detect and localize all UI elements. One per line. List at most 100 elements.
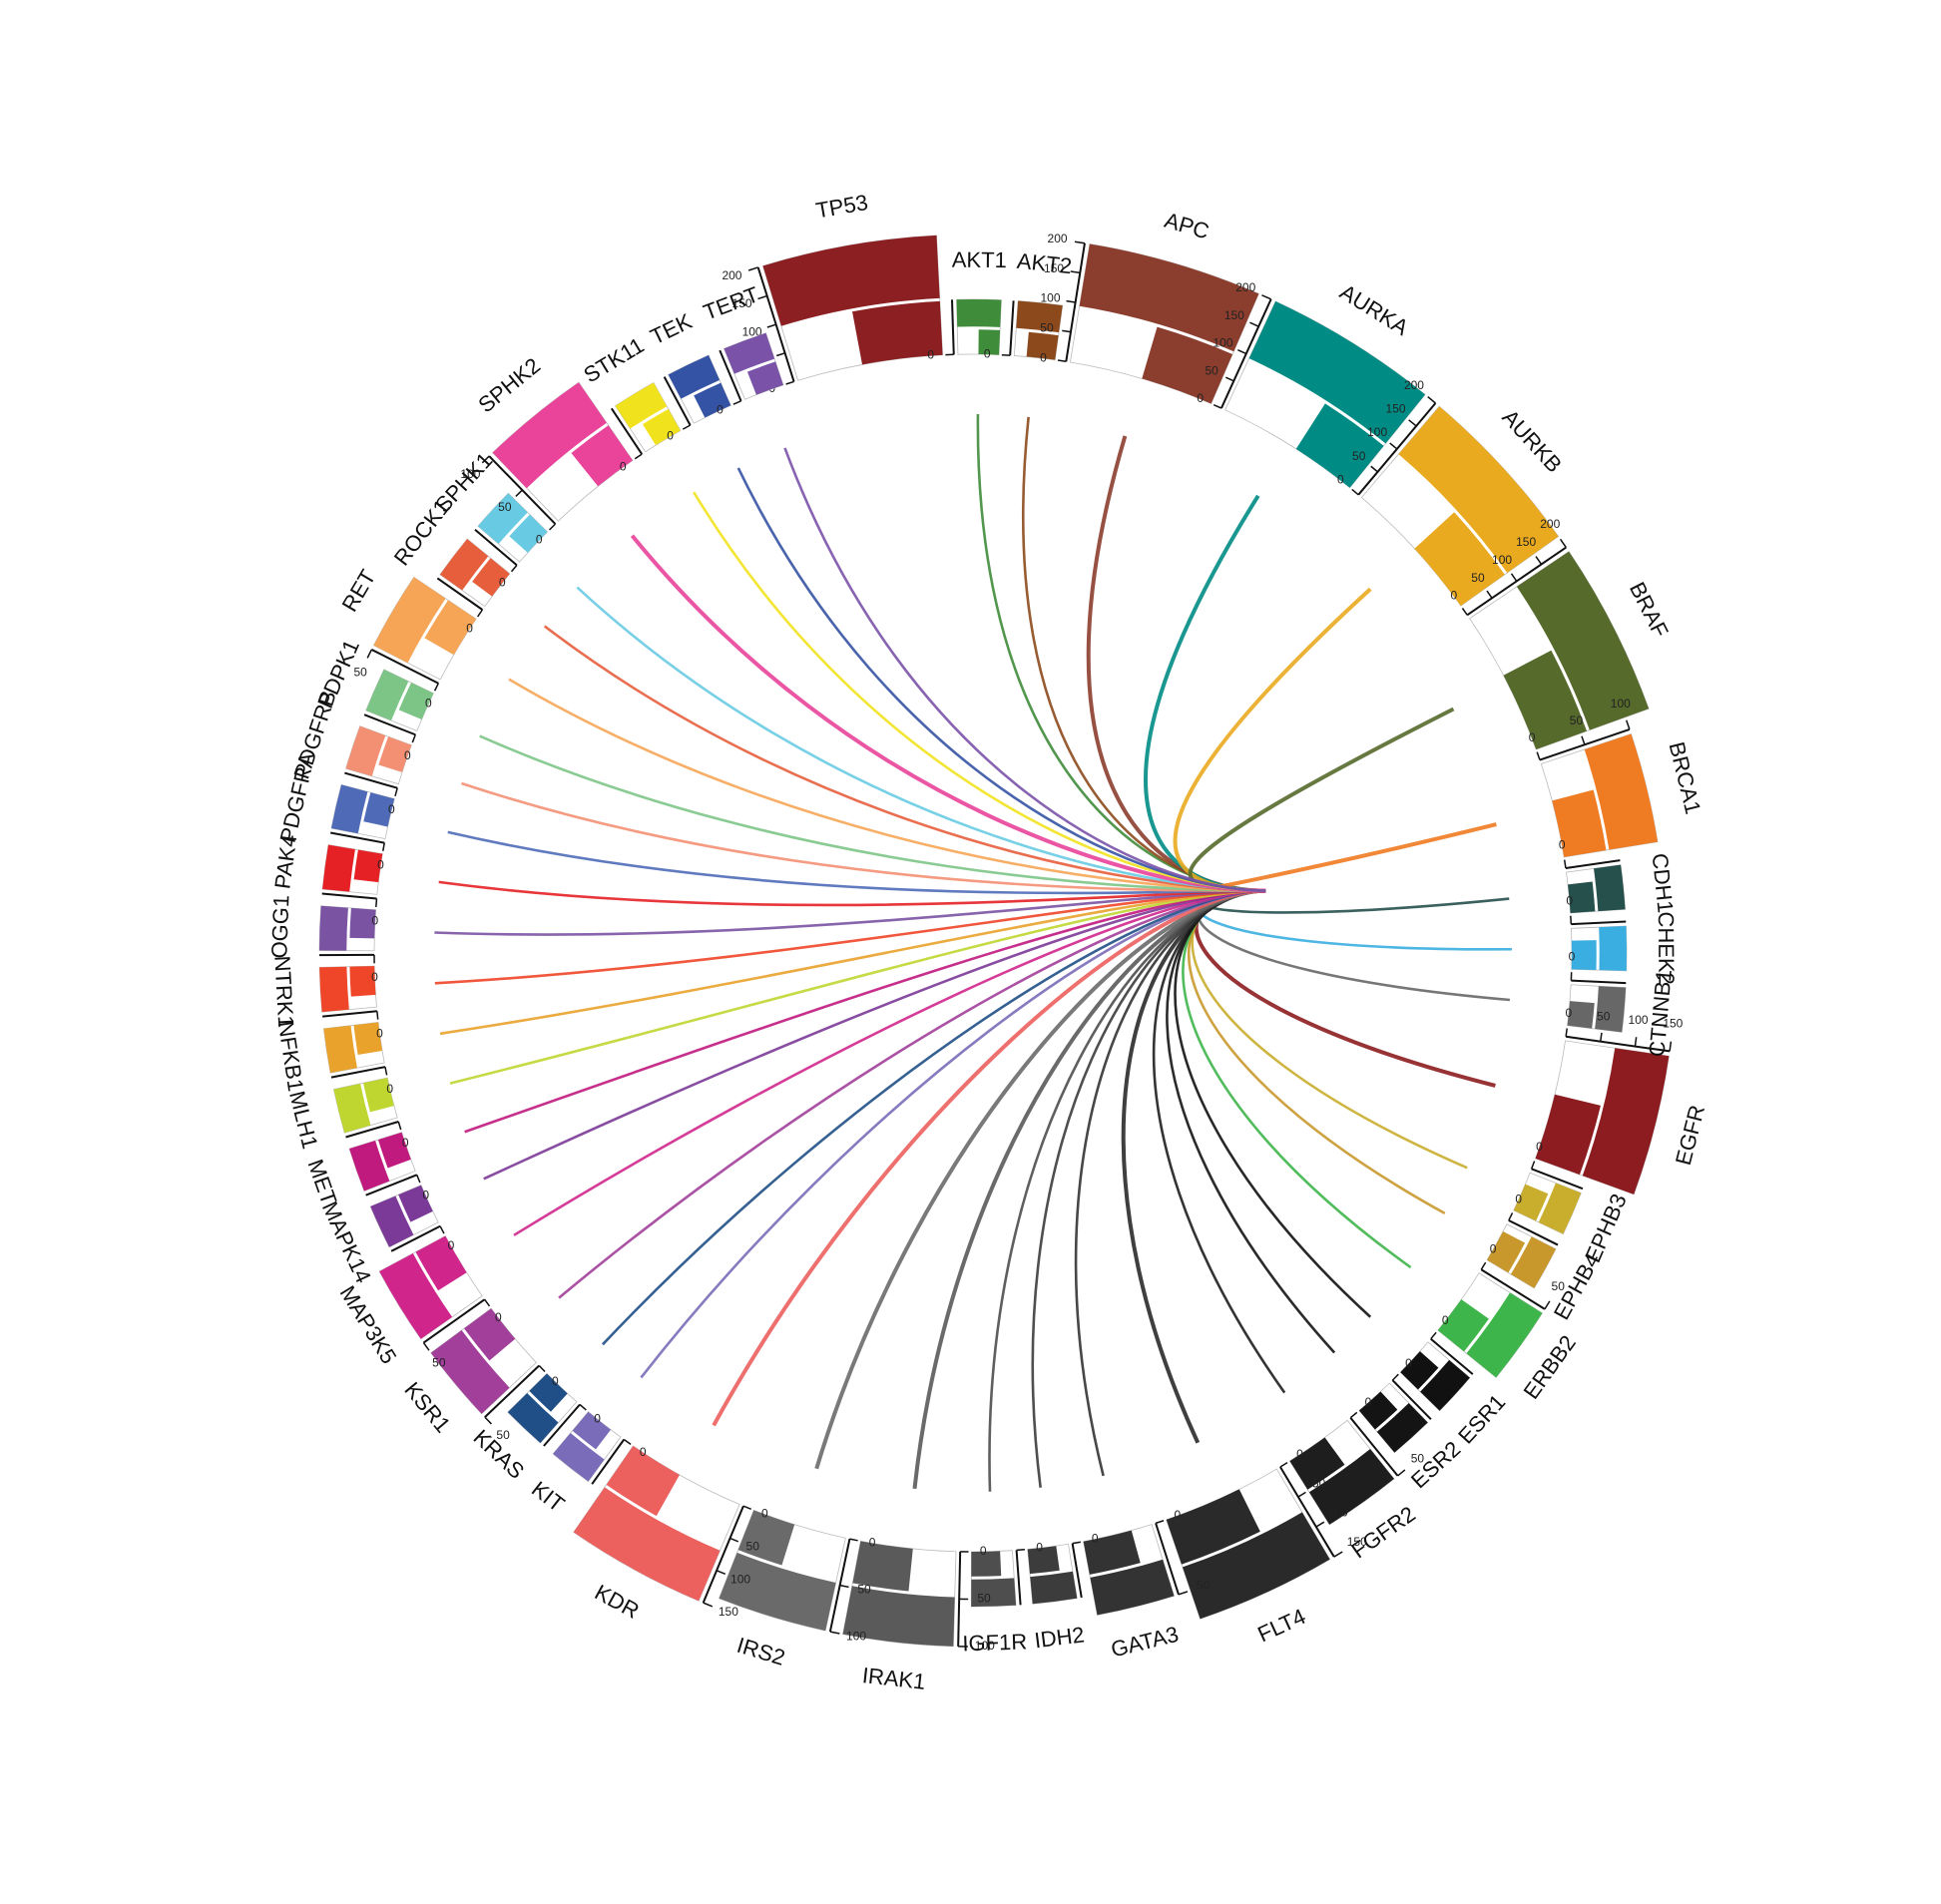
track-bar-lower xyxy=(398,683,434,719)
track-tick-label: 50 xyxy=(1471,571,1485,585)
track-axis xyxy=(370,649,439,685)
track-tick-label: 0 xyxy=(425,697,432,711)
track-bar-upper xyxy=(507,1393,559,1443)
track-bar-lower xyxy=(642,408,681,446)
track-tick-label: 0 xyxy=(640,1445,647,1459)
gene-label-tek: TEK xyxy=(647,308,697,349)
track-tick-label: 150 xyxy=(1516,535,1536,549)
track-bar-lower xyxy=(1567,1001,1595,1029)
track-bar-upper xyxy=(762,235,940,326)
gene-label-stk11: STK11 xyxy=(579,332,648,387)
track-tick xyxy=(477,609,484,618)
track-bar-upper xyxy=(842,1586,955,1647)
track-tick-label: 50 xyxy=(1552,1279,1566,1293)
track-bar-lower xyxy=(363,792,395,827)
link-kras xyxy=(601,889,1266,1346)
track-tick xyxy=(422,1342,430,1351)
track-bar-lower xyxy=(1571,940,1597,971)
track-tick-label: 0 xyxy=(1405,1356,1412,1370)
track-tick xyxy=(411,733,416,743)
track-tick-label: 0 xyxy=(499,575,506,589)
track-axis xyxy=(345,1121,399,1139)
track-bar-lower xyxy=(1414,512,1505,607)
track-tick-label: 150 xyxy=(1044,261,1064,275)
gene-label-irs2: IRS2 xyxy=(734,1633,788,1670)
track-tick xyxy=(1559,538,1567,548)
track-axis xyxy=(1391,1379,1432,1421)
track-tick-label: 150 xyxy=(1663,1017,1683,1031)
track-bar-lower xyxy=(1358,1391,1398,1430)
gene-label-ogg1: OGG1 xyxy=(266,894,293,958)
track-tick-label: 100 xyxy=(1611,697,1631,711)
track-tick-label: 100 xyxy=(846,1629,866,1643)
track-bar-lower xyxy=(349,907,376,939)
track-bar-upper xyxy=(573,1487,721,1602)
track-bar-lower xyxy=(353,1022,383,1055)
track-tick-label: 0 xyxy=(1566,893,1573,907)
track-bar-lower xyxy=(1513,1184,1549,1221)
gene-label-mlh1: MLH1 xyxy=(284,1089,322,1152)
track-bar-lower xyxy=(424,600,477,656)
track-tick-label: 0 xyxy=(594,1411,601,1425)
track-tick xyxy=(1581,735,1586,745)
track-bar-lower xyxy=(1487,1231,1526,1273)
track-tick-label: 50 xyxy=(496,1428,510,1442)
track-tick-label: 0 xyxy=(761,1507,768,1521)
track-tick xyxy=(747,266,758,271)
link-ephb3 xyxy=(1191,889,1468,1170)
track-tick-label: 0 xyxy=(495,1310,502,1324)
track-tick xyxy=(1074,240,1086,244)
track-tick-label: 0 xyxy=(371,970,378,984)
track-bar-lower xyxy=(571,425,633,487)
track-tick xyxy=(775,352,785,357)
track-bar-upper xyxy=(333,1083,371,1134)
track-bar-upper xyxy=(1016,300,1063,333)
track-tick xyxy=(623,1438,632,1445)
track-axis xyxy=(322,1010,377,1018)
gene-label-ntrk1: NTRK1 xyxy=(269,955,298,1028)
segment-ogg1: 0 xyxy=(318,905,378,984)
track-bar-upper xyxy=(971,1578,1017,1607)
track-bar-upper xyxy=(1090,1559,1175,1616)
track-axis xyxy=(1565,859,1621,869)
link-aurkb xyxy=(1173,587,1372,893)
track-tick xyxy=(1535,556,1543,565)
link-aurka xyxy=(1143,494,1266,893)
track-bar-upper xyxy=(492,382,607,489)
segment-pdgfrb: 0 xyxy=(344,725,412,816)
track-axis xyxy=(363,714,416,736)
track-bar-upper xyxy=(349,1141,390,1191)
track-tick xyxy=(1351,488,1359,496)
track-bar-lower xyxy=(529,1373,568,1412)
track-tick xyxy=(1066,299,1076,303)
track-tick-label: 0 xyxy=(402,1136,409,1150)
track-tick-label: 100 xyxy=(1629,1013,1649,1027)
track-tick xyxy=(1237,349,1247,355)
segment-met: 0 xyxy=(348,1132,429,1202)
link-akt1 xyxy=(976,414,1266,892)
track-bar-lower xyxy=(1026,331,1059,360)
track-tick xyxy=(548,523,556,531)
track-tick-label: 0 xyxy=(466,621,473,635)
track-tick-label: 0 xyxy=(1515,1191,1522,1205)
track-axis xyxy=(329,831,385,844)
track-tick-label: 0 xyxy=(1566,1006,1573,1020)
track-axis xyxy=(484,1364,540,1418)
gene-label-kit: KIT xyxy=(527,1476,569,1517)
segment-esr2: 0 xyxy=(1358,1356,1432,1454)
gene-label-akt2: AKT2 xyxy=(1016,248,1073,279)
track-tick xyxy=(716,1570,727,1576)
track-tick-label: 0 xyxy=(386,1082,393,1096)
track-tick xyxy=(1480,1261,1487,1270)
track-tick-label: 0 xyxy=(1569,950,1576,964)
track-bar-lower xyxy=(1503,650,1588,749)
track-tick xyxy=(1213,403,1222,409)
track-bar-upper xyxy=(1516,551,1650,730)
track-bar-upper xyxy=(322,844,355,892)
